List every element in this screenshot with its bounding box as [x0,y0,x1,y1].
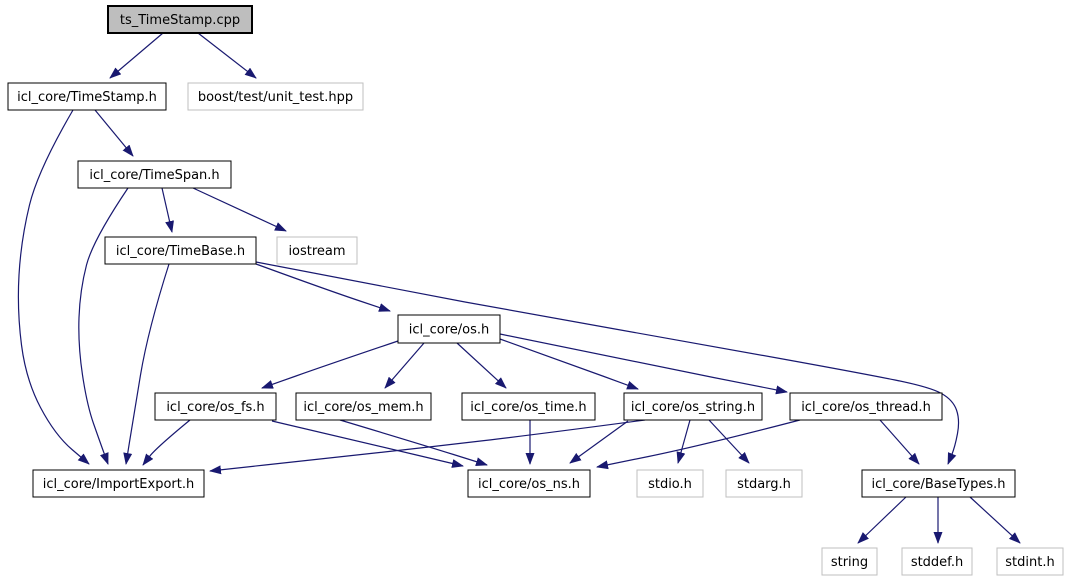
node-os_ns_h[interactable]: icl_core/os_ns.h [467,469,591,498]
edge-timespan_h-to-importexport_h [78,187,129,465]
node-os_mem_h[interactable]: icl_core/os_mem.h [295,392,432,421]
node-basetypes_h[interactable]: icl_core/BaseTypes.h [861,469,1016,498]
node-os_time_h[interactable]: icl_core/os_time.h [461,392,596,421]
node-box-stddef_h [901,547,973,576]
node-box-timestamp_h [7,82,167,111]
node-box-os_ns_h [467,469,591,498]
edge-timestamp_h-to-timespan_h [94,109,134,157]
node-string: string [821,547,878,576]
node-box-os_h [397,314,501,344]
node-stdint_h: stdint.h [996,547,1064,576]
node-label-iostream: iostream [288,244,345,259]
node-box-basetypes_h [861,469,1016,498]
node-box-string [821,547,878,576]
node-label-os_string_h: icl_core/os_string.h [631,400,755,415]
node-stddef_h: stddef.h [901,547,973,576]
node-unit_test_hpp: boost/test/unit_test.hpp [187,82,364,111]
node-label-os_h: icl_core/os.h [409,323,490,338]
node-timespan_h[interactable]: icl_core/TimeSpan.h [77,160,232,189]
edge-os_string_h-to-stdarg_h [708,419,750,464]
edge-os_string_h-to-os_ns_h [569,420,629,464]
node-label-timebase_h: icl_core/TimeBase.h [116,244,245,259]
edge-timebase_h-to-basetypes_h [255,261,960,465]
edge-os_fs_h-to-os_ns_h [271,420,464,468]
node-label-timespan_h: icl_core/TimeSpan.h [89,168,219,183]
edge-timespan_h-to-iostream [192,187,287,232]
node-box-stdarg_h [725,469,803,498]
node-importexport_h[interactable]: icl_core/ImportExport.h [32,469,205,498]
edge-os_mem_h-to-os_ns_h [339,419,488,467]
node-label-timestamp_h: icl_core/TimeStamp.h [17,90,157,105]
node-os_thread_h[interactable]: icl_core/os_thread.h [789,392,943,421]
edge-os_fs_h-to-importexport_h [142,419,191,466]
node-label-stddef_h: stddef.h [911,555,963,570]
edge-os_thread_h-to-os_ns_h [596,419,801,470]
edge-basetypes_h-to-stdint_h [969,496,1021,544]
node-stdio_h: stdio.h [636,469,704,498]
node-label-os_mem_h: icl_core/os_mem.h [303,400,423,415]
node-label-importexport_h: icl_core/ImportExport.h [43,477,194,492]
node-box-timespan_h [77,160,232,189]
edge-os_h-to-os_time_h [456,342,507,389]
edge-timespan_h-to-timebase_h [161,187,174,233]
node-box-importexport_h [32,469,205,498]
node-box-timebase_h [104,236,257,265]
node-label-ts_timestamp_cpp: ts_TimeStamp.cpp [120,13,240,28]
node-label-stdint_h: stdint.h [1005,555,1054,570]
edge-os_thread_h-to-basetypes_h [879,419,920,465]
edge-os_h-to-os_fs_h [261,340,399,389]
node-label-stdio_h: stdio.h [648,477,692,492]
node-label-os_time_h: icl_core/os_time.h [470,400,586,415]
node-box-os_time_h [461,392,596,421]
node-label-os_thread_h: icl_core/os_thread.h [801,400,931,415]
node-ts_timestamp_cpp: ts_TimeStamp.cpp [107,5,253,34]
edge-os_string_h-to-stdio_h [676,419,691,464]
node-label-os_fs_h: icl_core/os_fs.h [166,400,264,415]
node-os_fs_h[interactable]: icl_core/os_fs.h [154,392,277,421]
node-box-iostream [276,236,358,265]
node-box-unit_test_hpp [187,82,364,111]
edge-timebase_h-to-importexport_h [123,263,170,465]
node-timestamp_h[interactable]: icl_core/TimeStamp.h [7,82,167,111]
node-timebase_h[interactable]: icl_core/TimeBase.h [104,236,257,265]
edge-os_h-to-os_thread_h [499,333,788,395]
node-box-ts_timestamp_cpp [107,5,253,34]
node-iostream: iostream [276,236,358,265]
node-os_string_h[interactable]: icl_core/os_string.h [623,392,763,421]
edge-timebase_h-to-os_h [255,263,391,312]
node-box-stdio_h [636,469,704,498]
edge-ts_timestamp_cpp-to-unit_test_hpp [197,32,257,79]
node-box-os_mem_h [295,392,432,421]
node-os_h[interactable]: icl_core/os.h [397,314,501,344]
edge-os_h-to-os_mem_h [384,342,425,389]
edge-os_h-to-os_string_h [499,338,639,390]
node-box-os_string_h [623,392,763,421]
node-box-os_fs_h [154,392,277,421]
edge-ts_timestamp_cpp-to-timestamp_h [109,32,164,79]
node-label-unit_test_hpp: boost/test/unit_test.hpp [198,90,353,105]
edge-os_string_h-to-importexport_h [209,419,646,475]
node-label-string: string [831,555,868,570]
node-label-os_ns_h: icl_core/os_ns.h [478,477,580,492]
node-box-stdint_h [996,547,1064,576]
node-stdarg_h: stdarg.h [725,469,803,498]
edge-basetypes_h-to-string [857,496,907,544]
node-box-os_thread_h [789,392,943,421]
edge-timestamp_h-to-importexport_h [17,109,90,465]
node-label-basetypes_h: icl_core/BaseTypes.h [871,477,1005,492]
node-label-stdarg_h: stdarg.h [737,477,791,492]
